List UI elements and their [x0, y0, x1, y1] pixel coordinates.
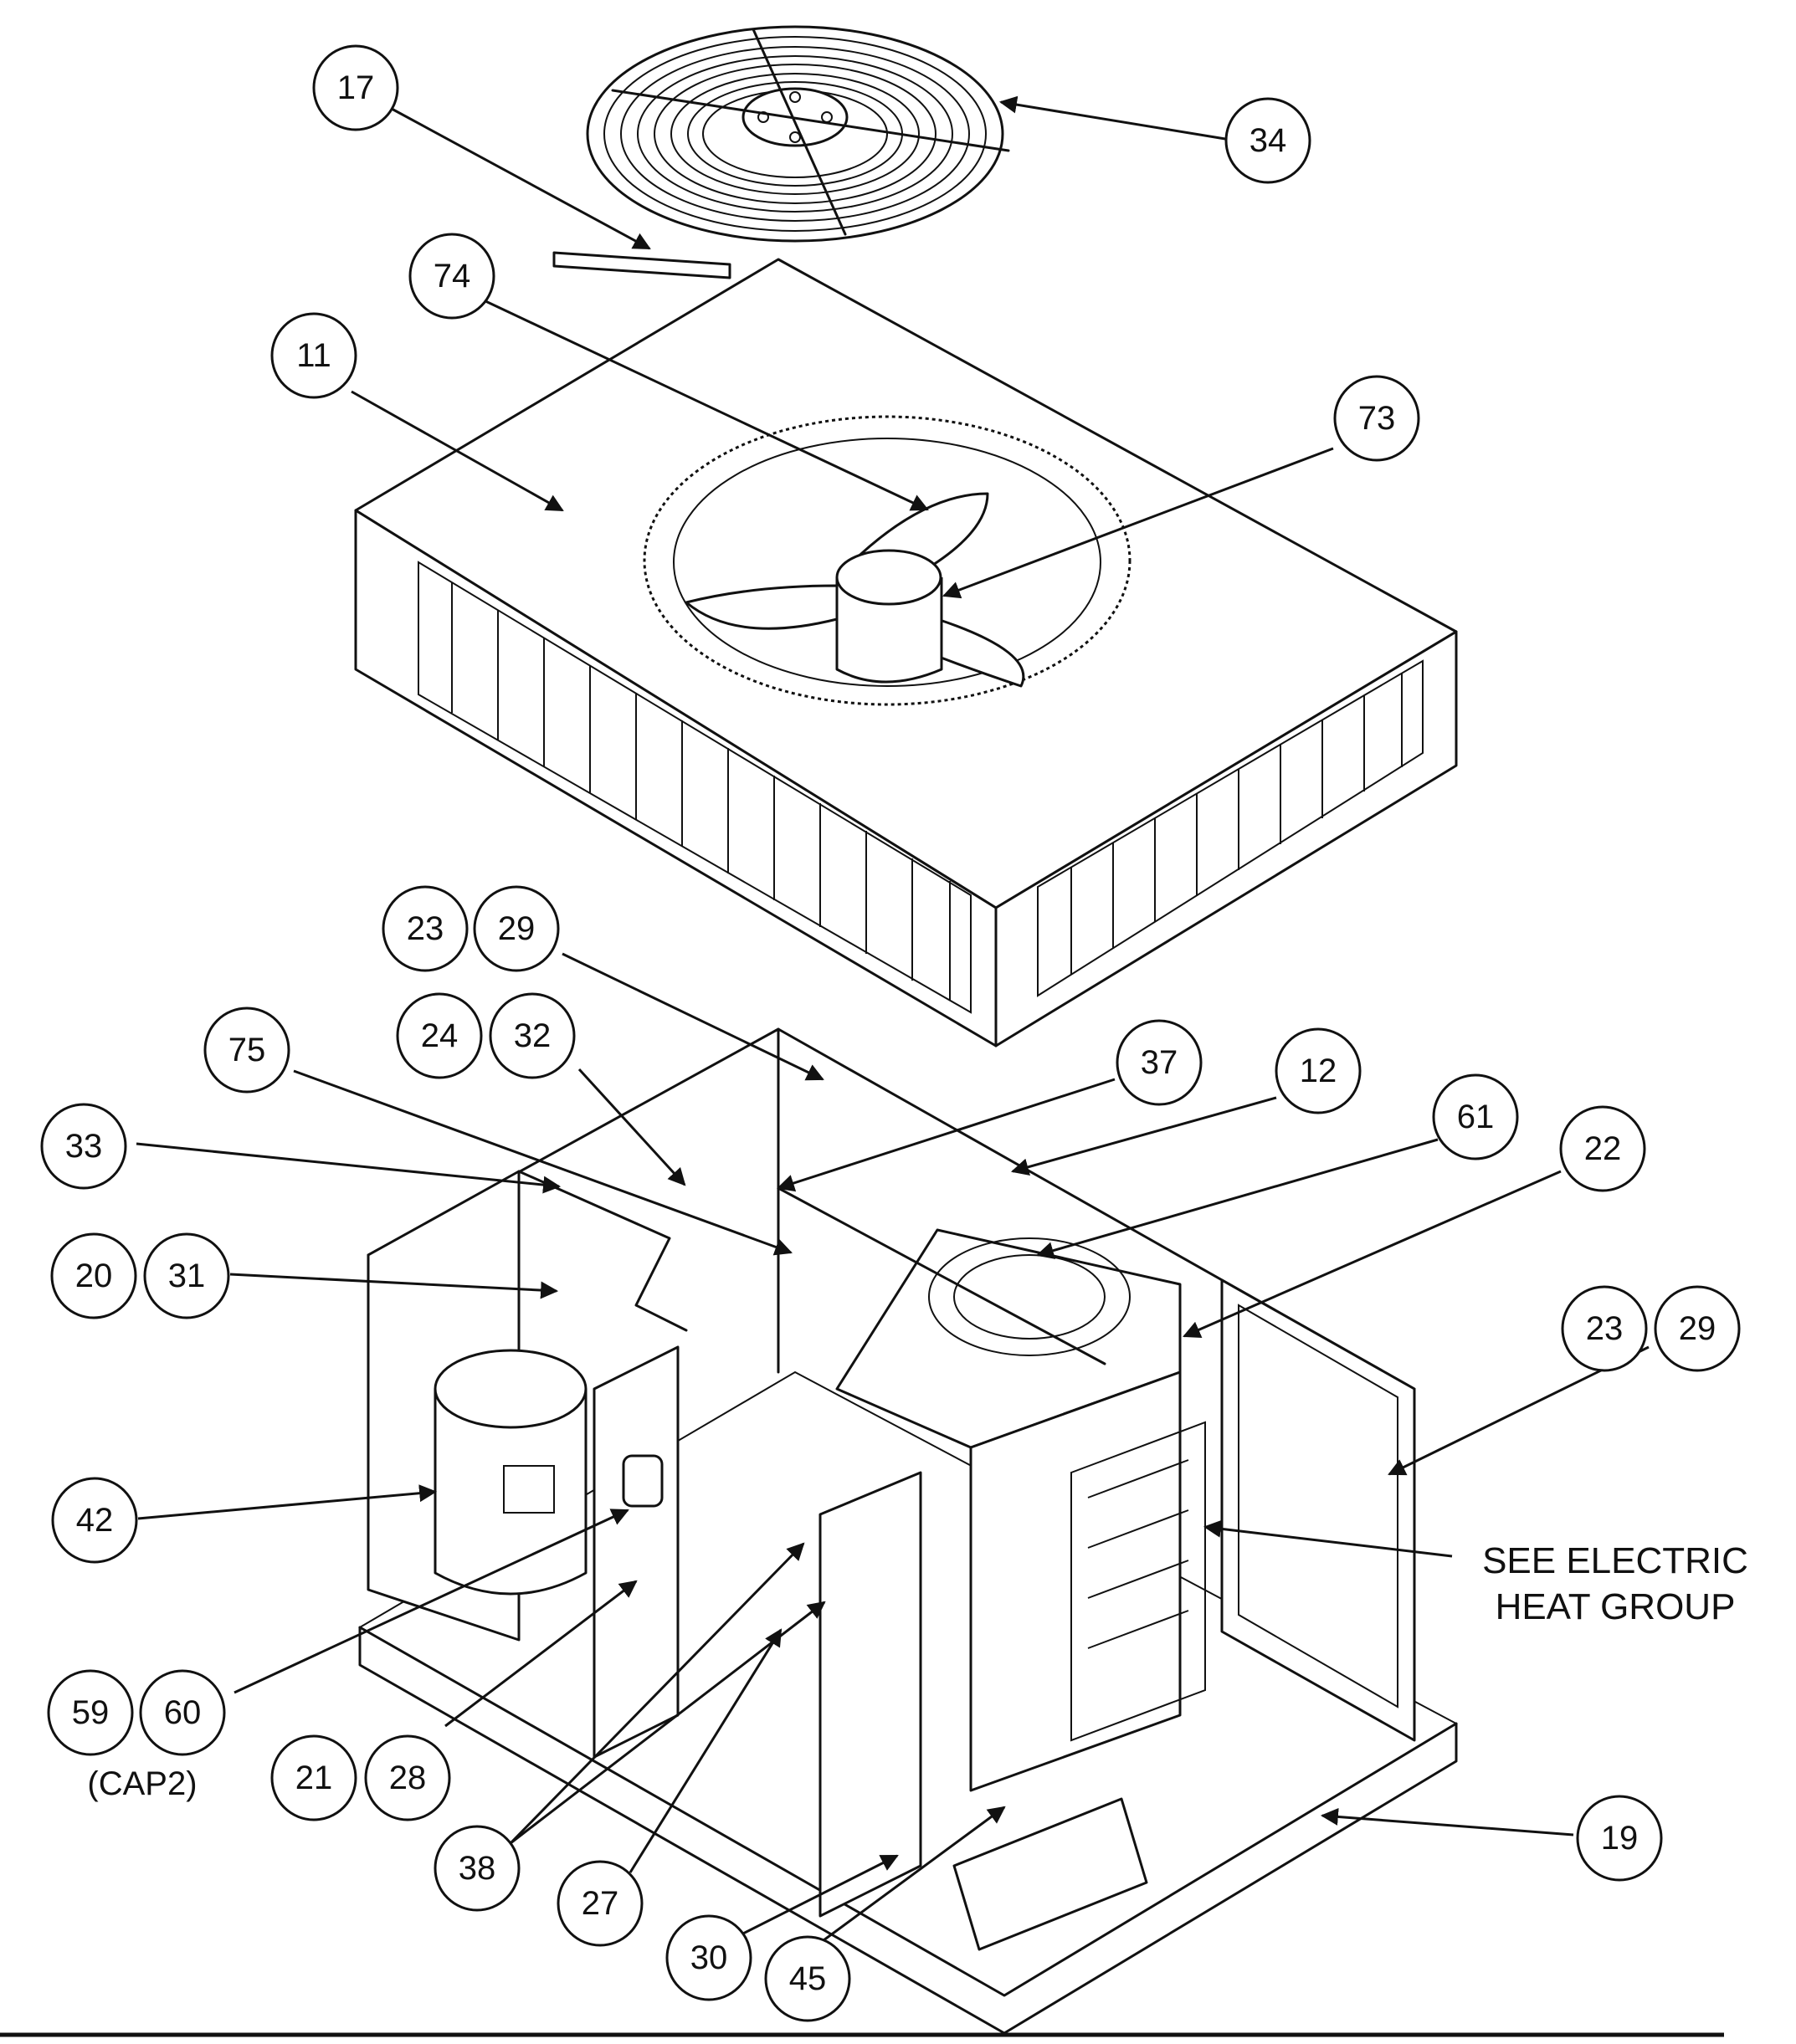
svg-text:33: 33 — [65, 1128, 103, 1165]
callout-29-right: 29 — [1654, 1285, 1741, 1372]
svg-text:31: 31 — [168, 1258, 206, 1294]
callout-29-top: 29 — [473, 885, 560, 972]
callout-60: 60 — [139, 1669, 226, 1756]
electric-heat-note-line1: SEE ELECTRIC — [1482, 1540, 1748, 1581]
top-cover-assembly — [354, 258, 1458, 1048]
cap2-label: (CAP2) — [87, 1765, 197, 1802]
gasket-strip — [552, 251, 731, 279]
callout-32: 32 — [489, 992, 576, 1079]
svg-text:30: 30 — [690, 1939, 728, 1976]
svg-text:21: 21 — [295, 1760, 333, 1796]
svg-text:75: 75 — [228, 1032, 266, 1068]
callout-42: 42 — [51, 1477, 138, 1564]
callout-38: 38 — [434, 1825, 521, 1912]
callout-23-top: 23 — [382, 885, 469, 972]
svg-text:19: 19 — [1601, 1820, 1639, 1857]
fan-guard-grille — [586, 25, 1010, 243]
leader-lines — [136, 95, 1650, 1944]
callout-75: 75 — [203, 1007, 290, 1094]
svg-text:74: 74 — [434, 258, 471, 295]
callout-74: 74 — [408, 233, 495, 320]
callout-27: 27 — [557, 1860, 644, 1947]
svg-text:32: 32 — [514, 1017, 552, 1054]
svg-text:23: 23 — [1586, 1310, 1624, 1347]
callout-11: 11 — [270, 312, 357, 399]
callout-61: 61 — [1432, 1073, 1519, 1160]
text-notes: (CAP2) SEE ELECTRIC HEAT GROUP — [87, 1540, 1748, 1802]
svg-text:73: 73 — [1358, 400, 1396, 437]
callout-21: 21 — [270, 1734, 357, 1821]
callout-59: 59 — [47, 1669, 134, 1756]
callout-73: 73 — [1333, 375, 1420, 462]
base-cabinet — [358, 1027, 1459, 2035]
svg-text:60: 60 — [164, 1694, 202, 1731]
callout-45: 45 — [764, 1935, 851, 2022]
svg-text:37: 37 — [1141, 1044, 1178, 1081]
electric-heat-note-line2: HEAT GROUP — [1496, 1586, 1736, 1627]
callout-30: 30 — [665, 1914, 752, 2001]
callout-19: 19 — [1576, 1795, 1663, 1882]
callout-12: 12 — [1275, 1027, 1362, 1114]
svg-text:27: 27 — [582, 1885, 619, 1922]
capacitor — [622, 1454, 664, 1508]
svg-text:24: 24 — [421, 1017, 459, 1054]
callout-37: 37 — [1116, 1019, 1203, 1106]
callout-31: 31 — [143, 1232, 230, 1319]
svg-text:11: 11 — [296, 337, 331, 374]
svg-text:29: 29 — [1679, 1310, 1716, 1347]
svg-text:12: 12 — [1300, 1053, 1337, 1089]
fan-motor — [835, 549, 943, 684]
svg-text:45: 45 — [789, 1960, 827, 1997]
callout-bubbles: 17 34 74 11 73 23 29 24 32 75 37 12 61 2… — [40, 44, 1741, 2022]
svg-text:38: 38 — [459, 1850, 496, 1887]
svg-text:23: 23 — [407, 910, 444, 947]
svg-text:29: 29 — [498, 910, 536, 947]
callout-23-right: 23 — [1561, 1285, 1648, 1372]
callout-22: 22 — [1559, 1105, 1646, 1192]
svg-text:34: 34 — [1250, 122, 1287, 159]
svg-text:42: 42 — [76, 1502, 114, 1539]
left-louvers — [451, 582, 951, 1001]
svg-text:20: 20 — [75, 1258, 113, 1294]
svg-text:17: 17 — [337, 69, 375, 106]
callout-17: 17 — [312, 44, 399, 131]
callout-24: 24 — [396, 992, 483, 1079]
svg-text:59: 59 — [72, 1694, 110, 1731]
svg-text:28: 28 — [389, 1760, 427, 1796]
compressor — [434, 1349, 588, 1596]
callout-34: 34 — [1224, 97, 1311, 184]
callout-28: 28 — [364, 1734, 451, 1821]
right-louvers — [1070, 673, 1403, 975]
svg-text:22: 22 — [1584, 1130, 1622, 1167]
callout-33: 33 — [40, 1103, 127, 1190]
callout-20: 20 — [50, 1232, 137, 1319]
svg-text:61: 61 — [1457, 1099, 1495, 1135]
